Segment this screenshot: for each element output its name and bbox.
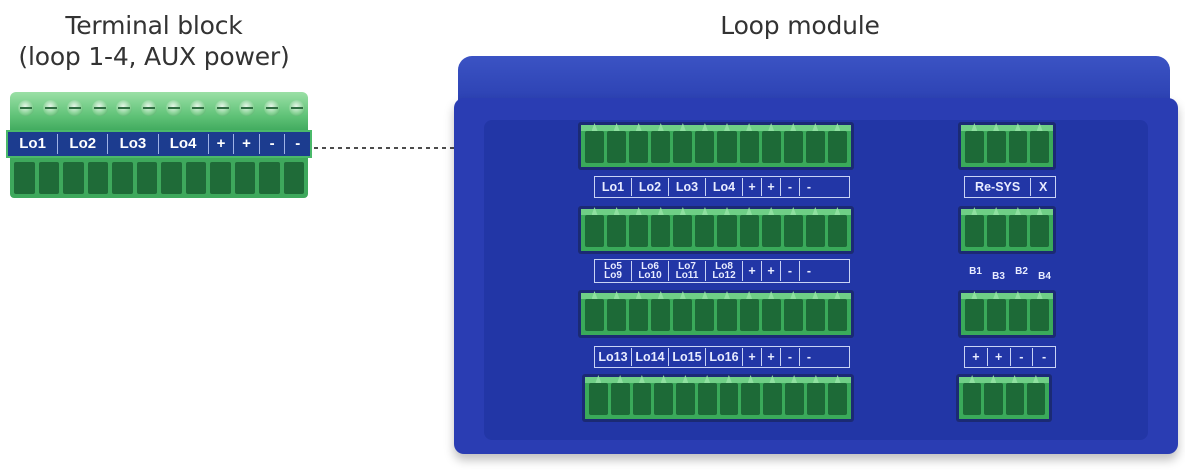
terminal-block-screw-row [10, 92, 308, 132]
module-row3-labels: Lo13 Lo14 Lo15 Lo16 + + - - [594, 346, 850, 368]
row1-label-lo3: Lo3 [669, 178, 706, 196]
module-side-connector-2 [958, 206, 1056, 254]
row3-label-minus-2: - [806, 350, 812, 364]
row1-label-lo1: Lo1 [595, 178, 632, 196]
module-row1-labels: Lo1 Lo2 Lo3 Lo4 + + - - [594, 176, 850, 198]
row2-label-plus-2: + [762, 261, 781, 281]
terminal-screw-icon [214, 100, 231, 116]
loop-module-caption: Loop module [720, 11, 880, 40]
terminal-block-label-strip: Lo1 Lo2 Lo3 Lo4 + + - - [6, 130, 312, 158]
side3-label-minus-1: - [1011, 348, 1034, 366]
row1-label-lo2: Lo2 [632, 178, 669, 196]
tb-label-plus-2: + [234, 134, 260, 154]
module-connector-row3 [578, 290, 854, 338]
terminal-block-sockets [10, 158, 308, 198]
terminal-screw-icon [42, 100, 59, 116]
row3-label-lo14: Lo14 [632, 348, 669, 366]
tb-label-minus-1: - [260, 134, 286, 154]
tb-label-lo1: Lo1 [8, 134, 59, 154]
row3-label-lo15: Lo15 [669, 348, 706, 366]
module-side-connector-1 [958, 122, 1056, 170]
module-connector-row4 [582, 374, 854, 422]
terminal-block-caption: Terminal block (loop 1-4, AUX power) [0, 10, 308, 72]
side2-label-b3: B3 [992, 270, 1005, 282]
row1-label-minus-2: - [806, 180, 812, 194]
row3-label-minus-1: - [781, 348, 800, 366]
terminal-screw-icon [116, 100, 133, 116]
module-side-connector-4 [956, 374, 1052, 422]
side3-label-plus-1: + [965, 348, 988, 366]
terminal-screw-icon [67, 100, 84, 116]
terminal-screw-icon [91, 100, 108, 116]
row3-label-plus-2: + [762, 348, 781, 366]
row3-label-plus-1: + [743, 348, 762, 366]
row1-label-lo4: Lo4 [706, 178, 743, 196]
module-side3-labels: + + - - [964, 346, 1056, 368]
side1-label-x: X [1038, 180, 1048, 194]
terminal-screw-icon [141, 100, 157, 116]
row3-label-lo13: Lo13 [595, 348, 632, 366]
terminal-block-image: Lo1 Lo2 Lo3 Lo4 + + - - [6, 92, 312, 204]
row1-label-plus-1: + [743, 178, 762, 196]
row2-label-minus-1: - [781, 261, 800, 281]
side2-label-b4: B4 [1038, 270, 1051, 282]
module-side-connector-3 [958, 290, 1056, 338]
terminal-block-subtitle: (loop 1-4, AUX power) [18, 42, 290, 71]
side3-label-plus-2: + [988, 348, 1011, 366]
side1-label-re-sys: Re-SYS [965, 178, 1032, 196]
row1-label-plus-2: + [762, 178, 781, 196]
module-side2-labels: B1 B3 B2 B4 [964, 259, 1056, 283]
side2-label-b1: B1 [969, 265, 982, 277]
terminal-screw-icon [18, 100, 34, 116]
module-connector-row1 [578, 122, 854, 170]
tb-label-lo2: Lo2 [58, 134, 109, 154]
row3-label-lo16: Lo16 [706, 348, 743, 366]
row1-label-minus-1: - [781, 178, 800, 196]
terminal-screw-icon [288, 100, 305, 116]
side2-label-b2: B2 [1015, 265, 1028, 277]
module-connector-row2 [578, 206, 854, 254]
row2-label-minus-2: - [806, 263, 812, 278]
tb-label-lo4: Lo4 [159, 134, 209, 154]
terminal-screw-icon [190, 100, 207, 116]
side3-label-minus-2: - [1042, 350, 1047, 364]
tb-label-plus-1: + [209, 134, 235, 154]
terminal-screw-icon [264, 100, 280, 116]
module-side1-labels: Re-SYS X [964, 176, 1056, 198]
terminal-screw-icon [239, 100, 256, 116]
row2-label-plus-1: + [743, 261, 762, 281]
tb-label-minus-2: - [295, 135, 301, 152]
tb-label-lo3: Lo3 [108, 134, 159, 154]
terminal-screw-icon [165, 100, 182, 116]
terminal-block-title: Terminal block [65, 11, 243, 40]
